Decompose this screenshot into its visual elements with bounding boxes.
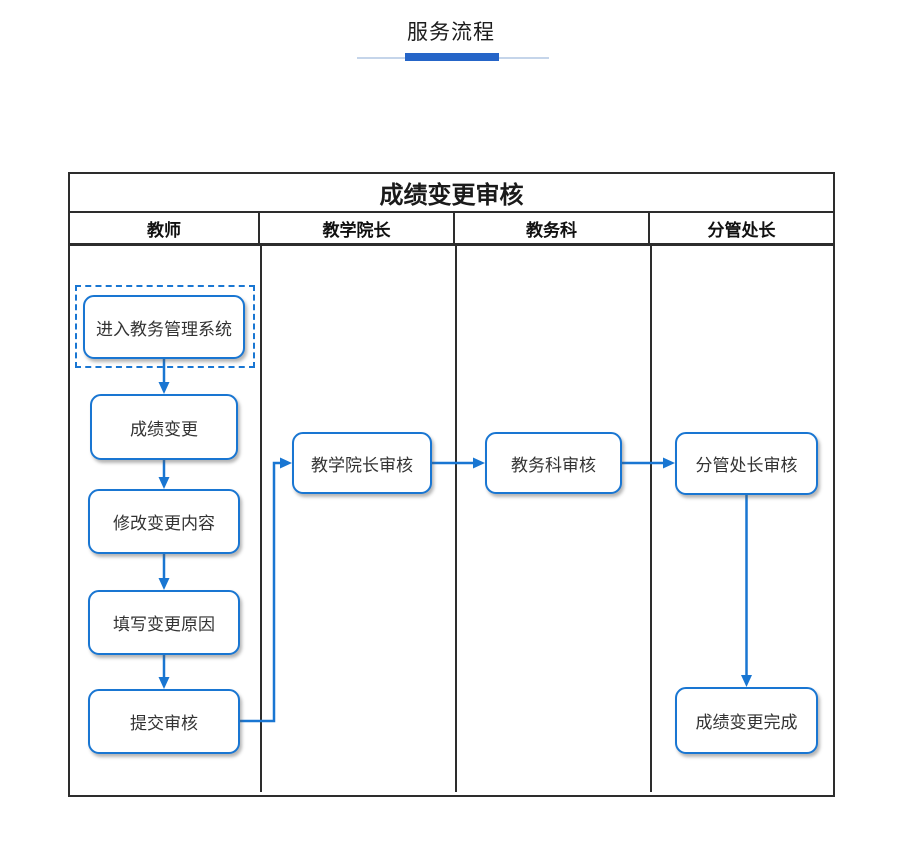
lane-divider: [455, 246, 457, 792]
node-dean-review: 教学院长审核: [292, 432, 432, 494]
arrowhead: [663, 457, 675, 469]
node-complete: 成绩变更完成: [675, 687, 818, 754]
node-academic-review: 教务科审核: [485, 432, 622, 494]
arrowhead: [280, 457, 292, 469]
lane-header-academic: 教务科: [455, 213, 650, 243]
arrowhead: [158, 578, 170, 590]
lane-header-teacher: 教师: [70, 213, 260, 243]
node-modify-content: 修改变更内容: [88, 489, 240, 554]
lane-header-row: 教师 教学院长 教务科 分管处长: [70, 213, 833, 246]
arrowhead: [158, 677, 170, 689]
flowchart-title: 成绩变更审核: [70, 174, 833, 213]
lane-header-director: 分管处长: [707, 220, 776, 240]
flowchart-body: 进入教务管理系统 成绩变更 修改变更内容 填写变更原因 提交审核 教学院长审核 …: [70, 246, 833, 792]
arrowhead: [158, 477, 170, 489]
arrowhead: [741, 675, 752, 687]
flowchart-frame: 成绩变更审核 教师 教学院长 教务科 分管处长: [68, 172, 835, 797]
node-enter-system: 进入教务管理系统: [83, 295, 245, 359]
lane-header-dean: 教学院长: [260, 213, 455, 243]
page-title: 服务流程: [407, 21, 495, 44]
arrowhead: [473, 457, 485, 469]
node-fill-reason: 填写变更原因: [88, 590, 240, 655]
node-grade-change: 成绩变更: [90, 394, 238, 460]
node-director-review: 分管处长审核: [675, 432, 818, 495]
title-underline-bar: [405, 53, 499, 61]
node-submit-review: 提交审核: [88, 689, 240, 754]
lane-divider: [650, 246, 652, 792]
arrowhead: [158, 382, 170, 394]
lane-divider: [260, 246, 262, 792]
